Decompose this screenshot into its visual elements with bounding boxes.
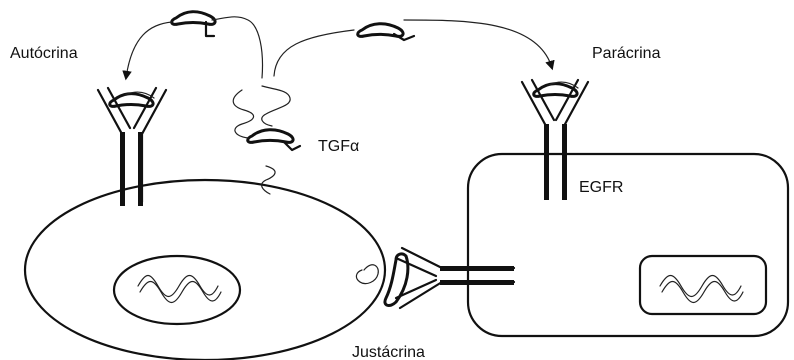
right-cell: [468, 154, 788, 336]
release-line: [212, 17, 262, 78]
dna-icon-right: [660, 276, 741, 297]
label-juxtacrine: Justácrina: [352, 344, 425, 360]
left-cell: [25, 180, 385, 360]
receptor-juxtacrine: [356, 248, 514, 308]
label-paracrine: Parácrina: [592, 45, 661, 62]
ligand-top-right: [358, 24, 414, 40]
label-ligand-name: TGF: [318, 138, 350, 155]
label-ligand: TGFα: [318, 138, 359, 155]
dna-icon-left-strand: [140, 282, 221, 303]
label-ligand-greek: α: [350, 138, 359, 155]
ligand-top-left: [172, 12, 215, 36]
autocrine-arrow: [126, 22, 172, 78]
label-autocrine: Autócrina: [10, 45, 78, 62]
ligand-membrane-tgf: [233, 86, 300, 194]
dna-icon-left: [138, 276, 218, 297]
label-egfr: EGFR: [579, 179, 623, 196]
paracrine-arrow: [404, 20, 552, 68]
paracrine-path: [274, 30, 354, 76]
